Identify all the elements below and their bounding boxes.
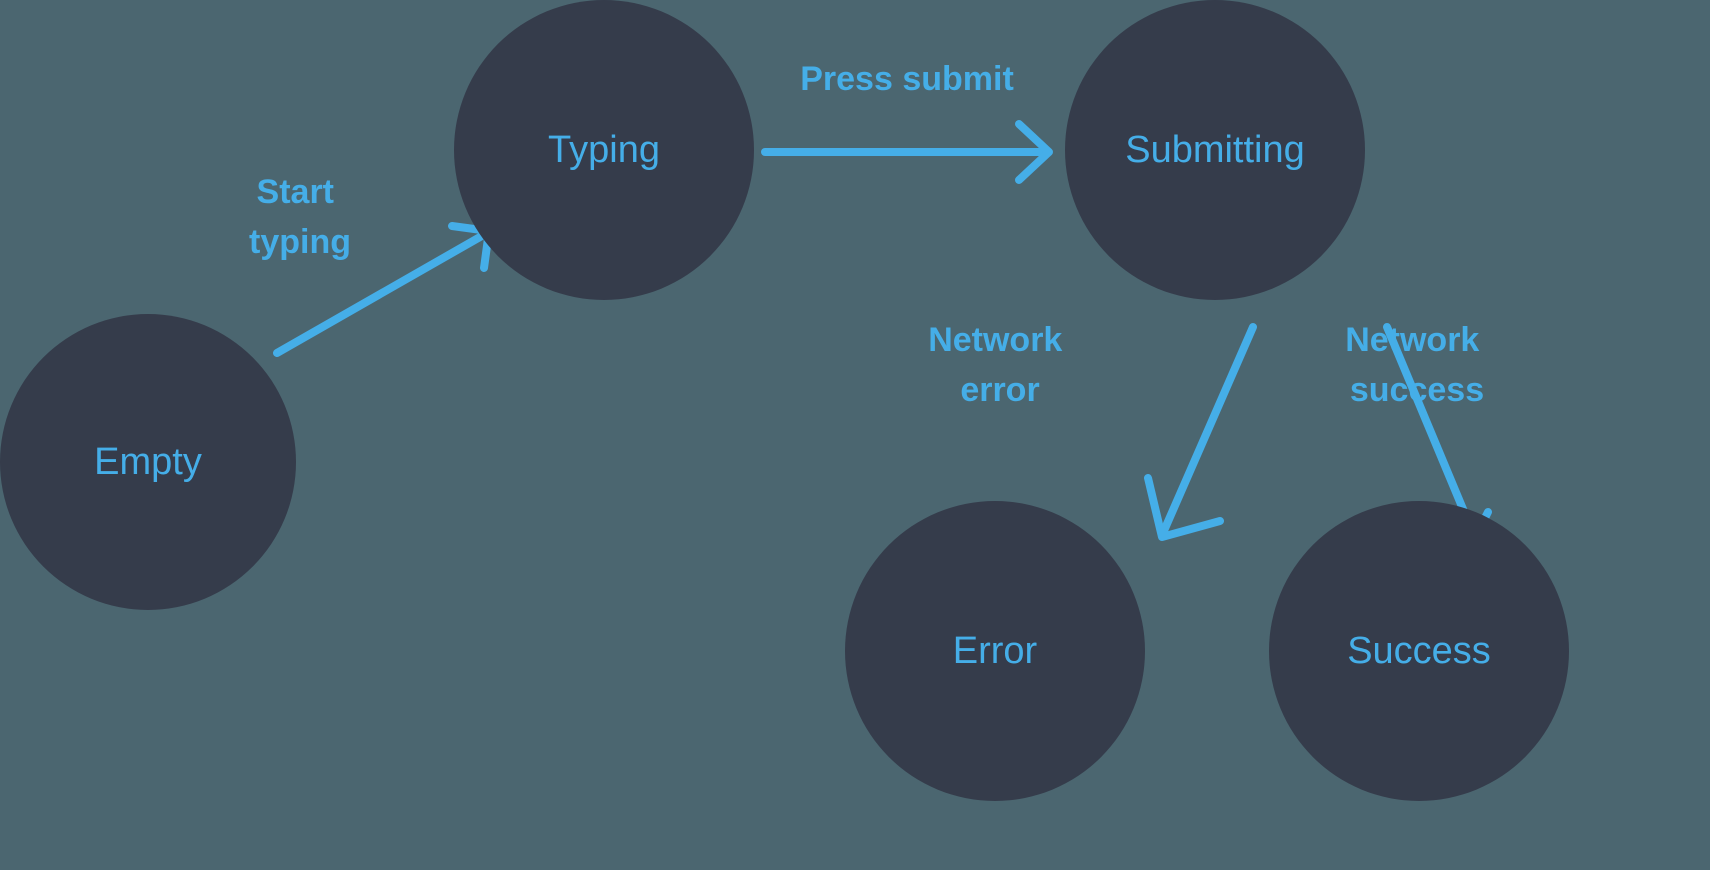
node-label-error: Error xyxy=(953,630,1038,672)
node-circle-empty xyxy=(0,314,296,610)
edge-label-network-success: Network success xyxy=(1345,321,1489,409)
edge-label-line: Network xyxy=(928,321,1062,359)
edge-line-submitting-to-success xyxy=(1383,323,1477,537)
node-circle-error xyxy=(845,501,1145,801)
edge-label-line: error xyxy=(960,371,1039,409)
edge-label-line: Start xyxy=(257,173,334,211)
edge-line-empty-to-typing xyxy=(273,229,491,357)
node-label-typing: Typing xyxy=(548,129,660,171)
node-label-submitting: Submitting xyxy=(1125,129,1305,171)
edge-label-start-typing: Start typing xyxy=(249,173,351,261)
node-circle-success xyxy=(1269,501,1569,801)
node-typing[interactable]: Typing xyxy=(454,0,754,300)
node-error[interactable]: Error xyxy=(845,501,1145,801)
node-success[interactable]: Success xyxy=(1269,501,1569,801)
edge-label-line: Network xyxy=(1345,321,1479,359)
node-empty[interactable]: Empty xyxy=(0,314,296,610)
edge-label-line: typing xyxy=(249,223,351,261)
node-label-empty: Empty xyxy=(94,441,202,483)
node-circle-submitting xyxy=(1065,0,1365,300)
node-label-success: Success xyxy=(1347,630,1491,672)
arrowhead-submitting-to-error xyxy=(1144,474,1224,541)
node-circle-typing xyxy=(454,0,754,300)
edge-label-network-error: Network error xyxy=(928,321,1072,409)
edge-label-press-submit: Press submit xyxy=(800,60,1014,98)
edge-typing-to-submitting[interactable] xyxy=(761,120,1053,184)
arrowhead-typing-to-submitting xyxy=(1015,120,1053,184)
edge-label-line: success xyxy=(1350,371,1484,409)
node-submitting[interactable]: Submitting xyxy=(1065,0,1365,300)
edge-label-line: Press submit xyxy=(800,60,1014,98)
edge-submitting-to-error[interactable] xyxy=(1144,323,1257,541)
edge-line-submitting-to-error xyxy=(1159,323,1257,537)
